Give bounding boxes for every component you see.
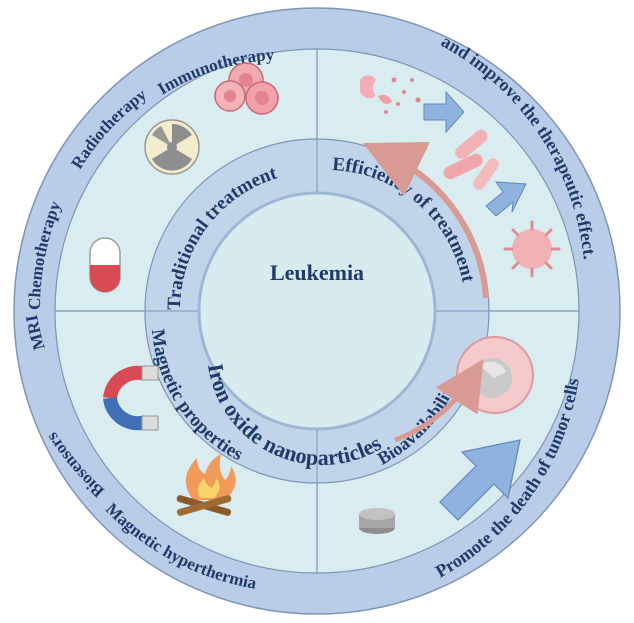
red-blood-cells-icon [214,62,279,115]
red-arrow-efficiency [362,141,489,299]
cell-fragments-icon [360,75,421,114]
bacteria-icon [443,129,499,190]
virus-icon [503,220,561,278]
blue-arrow-lower [485,181,527,217]
capsule-icon [89,237,121,293]
center-circle [197,191,437,431]
nanoparticle-disc-icon [359,508,395,534]
campfire-icon [176,454,236,516]
magnet-icon [103,365,159,431]
center-title: Leukemia [270,260,364,285]
blue-arrow-upper [423,90,465,134]
red-arrow-bioavailability [394,358,484,443]
tumor-cell-icon [456,336,534,414]
radiation-icon [144,119,200,175]
blue-arrow-large [439,439,521,521]
